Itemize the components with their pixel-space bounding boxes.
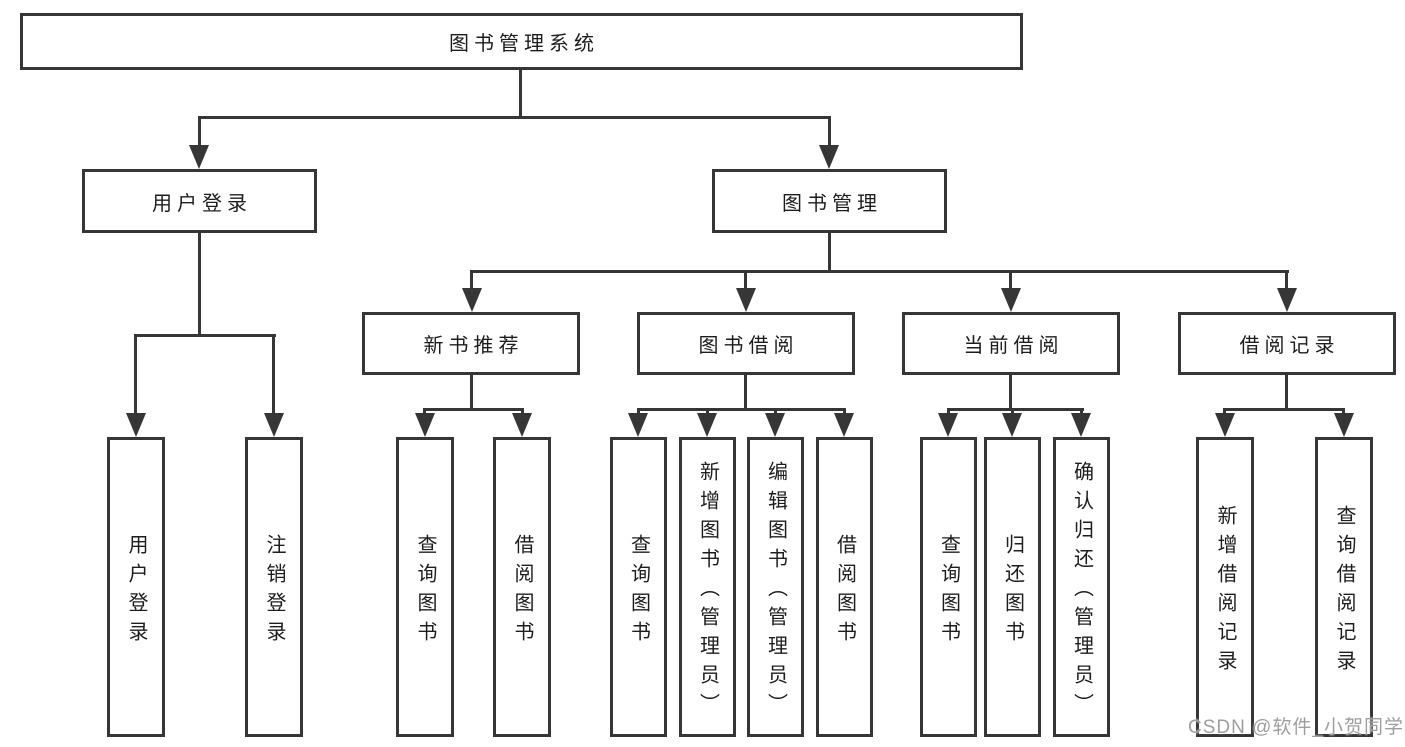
arrowhead-icon [462, 288, 482, 312]
node-label: 新书推荐 [423, 335, 524, 357]
connector-line [521, 408, 524, 417]
connector-line [198, 233, 201, 336]
arrowhead-icon [819, 145, 839, 169]
leaf-edit-book-admin: 编辑图书（管理员） [747, 437, 804, 737]
arrowhead-icon [1002, 413, 1022, 437]
connector-line [843, 408, 846, 417]
leaf-add-book-admin: 新增图书（管理员） [679, 437, 736, 737]
node-label: 图书管理系统 [449, 33, 599, 55]
leaf-recommend-query-book: 查询图书 [396, 437, 454, 737]
arrowhead-icon [697, 413, 717, 437]
node-borrowing-records: 借阅记录 [1178, 312, 1396, 375]
connector-line [744, 375, 747, 411]
connector-line [134, 334, 276, 337]
node-label: 新增图书（管理员） [696, 461, 719, 722]
arrowhead-icon [938, 413, 958, 437]
node-current-borrowing: 当前借阅 [902, 312, 1120, 375]
arrowhead-icon [512, 413, 532, 437]
connector-line [134, 334, 137, 415]
node-book-management: 图书管理 [712, 169, 947, 233]
node-library-management-system: 图书管理系统 [20, 13, 1023, 70]
arrowhead-icon [415, 413, 435, 437]
connector-line [423, 408, 524, 411]
connector-line [519, 70, 522, 118]
arrowhead-icon [628, 413, 648, 437]
csdn-watermark: CSDN @软件_小贺同学 [1188, 717, 1404, 738]
leaf-query-borrow-record: 查询借阅记录 [1315, 437, 1373, 737]
connector-line [947, 408, 1084, 411]
connector-line [1223, 408, 1226, 417]
leaf-logout: 注销登录 [245, 437, 303, 737]
connector-line [470, 270, 473, 292]
node-label: 查询图书 [627, 533, 650, 650]
leaf-current-query-book: 查询图书 [920, 437, 977, 737]
connector-line [1342, 408, 1345, 417]
connector-line [272, 334, 275, 415]
leaf-borrow-query-book: 查询图书 [610, 437, 667, 737]
leaf-return-book: 归还图书 [984, 437, 1041, 737]
node-label: 新增借阅记录 [1214, 504, 1236, 679]
leaf-confirm-return-admin: 确认归还（管理员） [1053, 437, 1110, 737]
node-label: 编辑图书（管理员） [764, 461, 787, 722]
node-label: 用户登录 [125, 533, 147, 650]
leaf-user-login: 用户登录 [107, 437, 165, 737]
node-label: 图书管理 [782, 192, 882, 215]
node-new-book-recommendation: 新书推荐 [362, 312, 580, 375]
node-label: 借阅图书 [511, 533, 533, 650]
arrowhead-icon [1001, 288, 1021, 312]
node-label: 归还图书 [1001, 533, 1024, 650]
connector-line [706, 408, 709, 417]
connector-line [1011, 408, 1014, 417]
node-label: 当前借阅 [963, 335, 1064, 357]
node-label: 查询图书 [414, 533, 436, 650]
node-label: 注销登录 [263, 533, 285, 650]
leaf-add-borrow-record: 新增借阅记录 [1196, 437, 1254, 737]
arrowhead-icon [834, 413, 854, 437]
connector-line [637, 408, 640, 417]
connector-line [744, 270, 747, 292]
arrowhead-icon [1334, 413, 1354, 437]
arrowhead-icon [1071, 413, 1091, 437]
connector-line [1009, 375, 1012, 411]
arrowhead-icon [126, 413, 146, 437]
arrowhead-icon [264, 413, 284, 437]
leaf-recommend-borrow-book: 借阅图书 [493, 437, 551, 737]
arrowhead-icon [736, 288, 756, 312]
connector-line [774, 408, 777, 417]
node-label: 确认归还（管理员） [1070, 461, 1093, 722]
node-label: 借阅图书 [833, 533, 856, 650]
connector-line [828, 233, 831, 273]
connector-line [470, 375, 473, 411]
node-book-borrowing: 图书借阅 [637, 312, 855, 375]
node-label: 用户登录 [152, 192, 252, 215]
node-label: 查询图书 [937, 533, 960, 650]
node-label: 图书借阅 [698, 335, 799, 357]
arrowhead-icon [189, 145, 209, 169]
arrowhead-icon [1277, 288, 1297, 312]
connector-line [828, 116, 831, 146]
leaf-borrow-book: 借阅图书 [816, 437, 873, 737]
connector-line [198, 116, 831, 119]
connector-line [1223, 408, 1345, 411]
connector-line [947, 408, 950, 417]
node-user-login: 用户登录 [82, 169, 317, 233]
connector-line [637, 408, 846, 411]
arrowhead-icon [765, 413, 785, 437]
connector-line [198, 116, 201, 146]
node-label: 借阅记录 [1239, 335, 1340, 357]
connector-line [470, 270, 1289, 273]
connector-line [423, 408, 426, 417]
connector-line [1285, 375, 1288, 411]
connector-line [1285, 270, 1288, 292]
connector-line [1080, 408, 1083, 417]
node-label: 查询借阅记录 [1333, 504, 1355, 679]
connector-line [1009, 270, 1012, 292]
arrowhead-icon [1215, 413, 1235, 437]
